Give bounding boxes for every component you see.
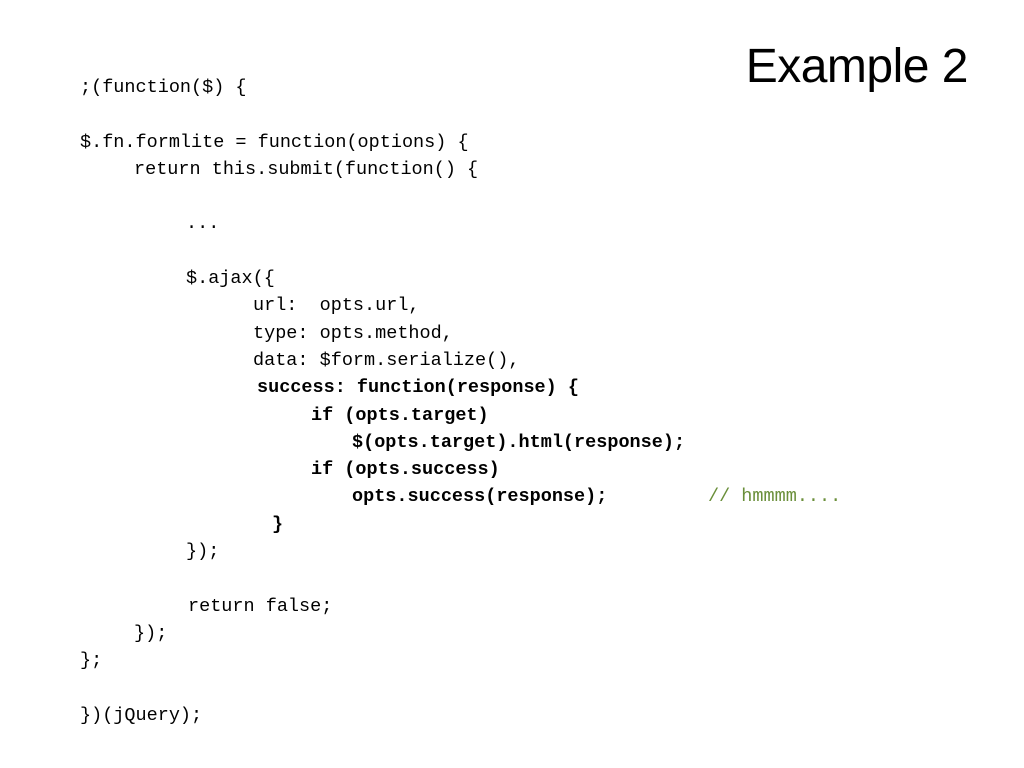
code-line: $(opts.target).html(response); [80,429,980,456]
code-line: $.ajax({ [80,265,980,292]
code-line: opts.success(response); // hmmmm.... [80,483,980,510]
code-line: success: function(response) { [80,374,980,401]
code-line: }; [80,647,980,674]
code-text: }); [186,541,220,563]
code-block: ;(function($) { $.fn.formlite = function(… [80,74,980,729]
code-text: ;(function($) { [80,77,247,98]
code-line [80,183,980,210]
code-text: })(jQuery); [80,704,203,726]
code-text: data: $form.serialize(), [253,349,520,371]
code-text: }; [80,650,103,672]
code-line: } [80,511,980,538]
code-line: return false; [80,593,980,620]
code-text: if (opts.target) [311,404,489,426]
code-text: }); [134,622,168,644]
code-text: $.fn.formlite = function(options) { [80,131,469,153]
code-text: opts.success(response); [352,486,608,508]
code-line: ... [80,210,980,237]
code-text: success: function(response) { [257,377,579,399]
code-line [80,101,980,128]
code-text: } [272,513,284,535]
code-line [80,238,980,265]
code-line: }); [80,538,980,565]
code-comment: // hmmmm.... [708,486,842,508]
code-line: data: $form.serialize(), [80,347,980,374]
code-line: if (opts.target) [80,402,980,429]
code-text: $(opts.target).html(response); [352,431,686,453]
code-line: }); [80,620,980,647]
code-line: type: opts.method, [80,320,980,347]
code-line: return this.submit(function() { [80,156,980,183]
code-text: if (opts.success) [311,459,500,481]
code-line: ;(function($) { [80,74,980,101]
code-text: $.ajax({ [186,268,275,290]
code-line: url: opts.url, [80,292,980,319]
code-line: $.fn.formlite = function(options) { [80,129,980,156]
code-line: })(jQuery); [80,702,980,729]
code-text: ... [186,213,220,235]
code-line [80,565,980,592]
slide-title: Example 2 [745,40,969,93]
code-text: return false; [188,595,333,617]
code-text: return this.submit(function() { [134,158,479,180]
code-line [80,675,980,702]
code-line: if (opts.success) [80,456,980,483]
code-text: url: opts.url, [253,295,420,317]
code-text: type: opts.method, [253,322,453,344]
